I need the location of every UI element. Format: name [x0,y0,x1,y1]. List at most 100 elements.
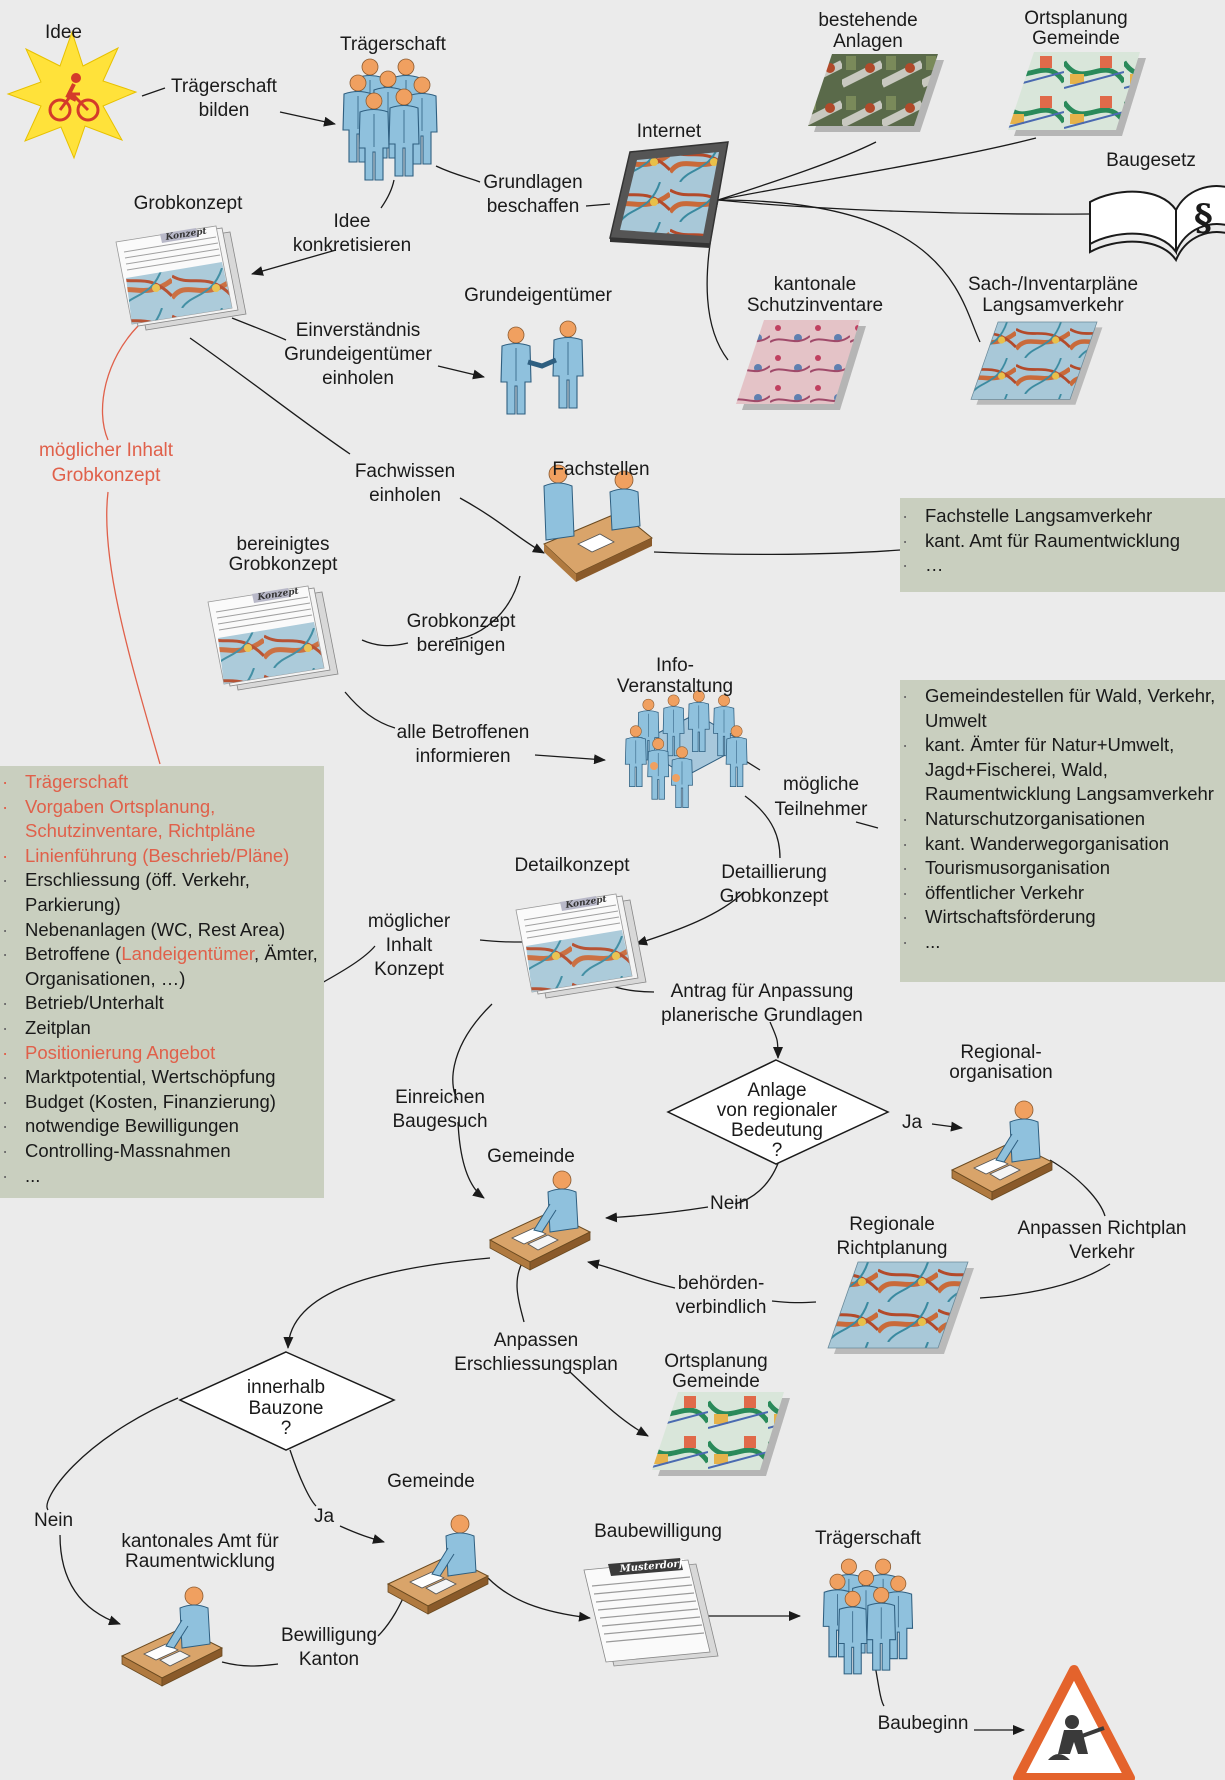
grobkonzept-label: Grobkonzept [134,193,244,214]
einreichen-label: Einreichen [395,1087,485,1108]
baubewilligung-label: Baubewilligung [594,1521,722,1542]
bereinigtes-label: Grobkonzept [229,554,339,575]
einreichen-label: Baugesuch [392,1111,487,1132]
traegerschaft-bilden-label: Trägerschaft [171,76,278,97]
traegerschaft-top-label: Trägerschaft [340,34,447,55]
list-item: Trägerschaft [0,770,320,795]
ja-label: Ja [902,1112,923,1133]
traegerschaft-bilden-label: bilden [199,100,250,121]
sachplaene-label: Sach-/Inventarpläne [968,274,1138,295]
ortsplanung-top-map [1008,52,1146,136]
list-item: kant. Ämter für Natur+Umwelt, Jagd+Fisch… [900,733,1219,807]
fachwissen-label: Fachwissen [355,461,455,482]
detailkonzept-label: Detailkonzept [514,855,630,876]
einverstaendnis-label: einholen [322,368,394,389]
list-item: Nebenanlagen (WC, Rest Area) [0,918,320,943]
desk-worker-icon [951,1100,1053,1201]
info-veranstaltung-label: Info- [656,655,694,676]
detaillierung-label: Grobkonzept [720,886,830,907]
regionale-richtplanung-label: Regionale [849,1214,935,1235]
list-item: ... [0,1164,320,1189]
bewilligung-kanton-label: Bewilligung [281,1625,377,1646]
inhalt-grobkonzept-box: Trägerschaft Vorgaben Ortsplanung, Schut… [0,766,324,1198]
moeglicher-konzept-label: Konzept [374,959,444,980]
fachstellen-box: Fachstelle Langsamverkehr kant. Amt für … [900,498,1225,592]
ortsplanung-bottom-map [652,1392,790,1476]
list-item: Wirtschaftsförderung [900,905,1219,930]
antrag-label: Antrag für Anpassung [671,981,854,1002]
teilnehmer-label: Teilnehmer [775,799,869,820]
bestehende-anlagen-label: Anlagen [833,31,903,52]
document-stack-icon: Konzept [115,225,247,331]
desk-worker-icon [489,1170,591,1271]
ortsplanung-bottom-label: Ortsplanung [664,1351,768,1372]
grob-bereinigen-label: bereinigen [417,635,506,656]
law-book-icon: § [1089,185,1225,263]
bereinigtes-label: bereinigtes [237,534,330,555]
list-item: Tourismusorganisation [900,856,1219,881]
bestehende-anlagen-photo [808,54,944,132]
traegerschaft-bottom-label: Trägerschaft [815,1528,922,1549]
regionalorganisation-label: organisation [949,1062,1053,1083]
list-item: Marktpotential, Wertschöpfung [0,1065,320,1090]
grob-bereinigen-label: Grobkonzept [407,611,517,632]
desk-worker-icon [121,1586,223,1687]
baubeginn-label: Baubeginn [878,1713,969,1734]
list-item: Zeitplan [0,1016,320,1041]
list-item: kant. Wanderwegorganisation [900,832,1219,857]
monitor-map-icon [609,141,729,248]
list-item: Erschliessung (öff. Verkehr, Parkierung) [0,868,320,917]
kantonales-amt-label: kantonales Amt für [121,1531,279,1552]
list-item: Fachstelle Langsamverkehr [900,504,1225,529]
anlage-diamond-label: Anlage [747,1080,806,1101]
fachstellen-label: Fachstellen [552,459,649,480]
person-group-icon [822,1558,914,1675]
idee-label: Idee [45,22,82,43]
detaillierung-label: Detaillierung [721,862,827,883]
info-veranstaltung-label: Veranstaltung [617,676,733,697]
moeglicher-konzept-label: möglicher [368,911,451,932]
list-item: Vorgaben Ortsplanung, Schutzinventare, R… [0,795,320,844]
teilnehmer-box: Gemeindestellen für Wald, Verkehr, Umwel… [900,680,1225,982]
bauzone-diamond-label: ? [281,1418,292,1439]
idee-konkretisieren-label: Idee [334,211,371,232]
sachplaene-map [970,321,1103,406]
list-item: Betroffene (Landeigentümer, Ämter, Organ… [0,942,320,991]
list-item: öffentlicher Verkehr [900,881,1219,906]
schutzinventare-label: Schutzinventare [747,295,883,316]
grundlagen-label: Grundlagen [483,172,582,193]
ortsplanung-bottom-label: Gemeinde [672,1371,760,1392]
antrag-label: planerische Grundlagen [661,1005,863,1026]
alle-betroffenen-label: alle Betroffenen [397,722,530,743]
fachstellen-desk-icon [543,464,653,582]
bestehende-anlagen-label: bestehende [818,10,917,31]
anlage-diamond-label: Bedeutung [731,1120,823,1141]
einverstaendnis-label: Grundeigentümer [284,344,433,365]
ja-label: Ja [314,1506,335,1527]
desk-worker-icon [387,1514,489,1615]
richtplanung-map [827,1261,975,1355]
anpassen-richtplan-label: Verkehr [1069,1242,1135,1263]
inhalt-connector [101,325,139,441]
ortsplanung-top-label: Gemeinde [1032,28,1120,49]
regionale-richtplanung-label: Richtplanung [837,1238,948,1259]
fachwissen-label: einholen [369,485,441,506]
svg-text:§: § [1194,197,1213,239]
sachplaene-label: Langsamverkehr [982,295,1124,316]
anpassen-richtplan-label: Anpassen Richtplan [1018,1218,1187,1239]
decision-diamond-icon [178,1351,396,1451]
list-item: … [900,553,1225,578]
anlage-diamond-label: von regionaler [717,1100,838,1121]
bewilligung-kanton-label: Kanton [299,1649,359,1670]
nein-label: Nein [34,1510,73,1531]
list-item: Betrieb/Unterhalt [0,991,320,1016]
list-item: Naturschutzorganisationen [900,807,1219,832]
idee-konkretisieren-label: konkretisieren [293,235,411,256]
gemeinde-label: Gemeinde [487,1146,575,1167]
document-stack-icon: Konzept [515,893,647,999]
teilnehmer-label: mögliche [783,774,859,795]
moeglicher-konzept-label: Inhalt [386,935,433,956]
bauzone-diamond-label: Bauzone [248,1398,323,1419]
gemeinde-label: Gemeinde [387,1471,475,1492]
list-item: Budget (Kosten, Finanzierung) [0,1090,320,1115]
